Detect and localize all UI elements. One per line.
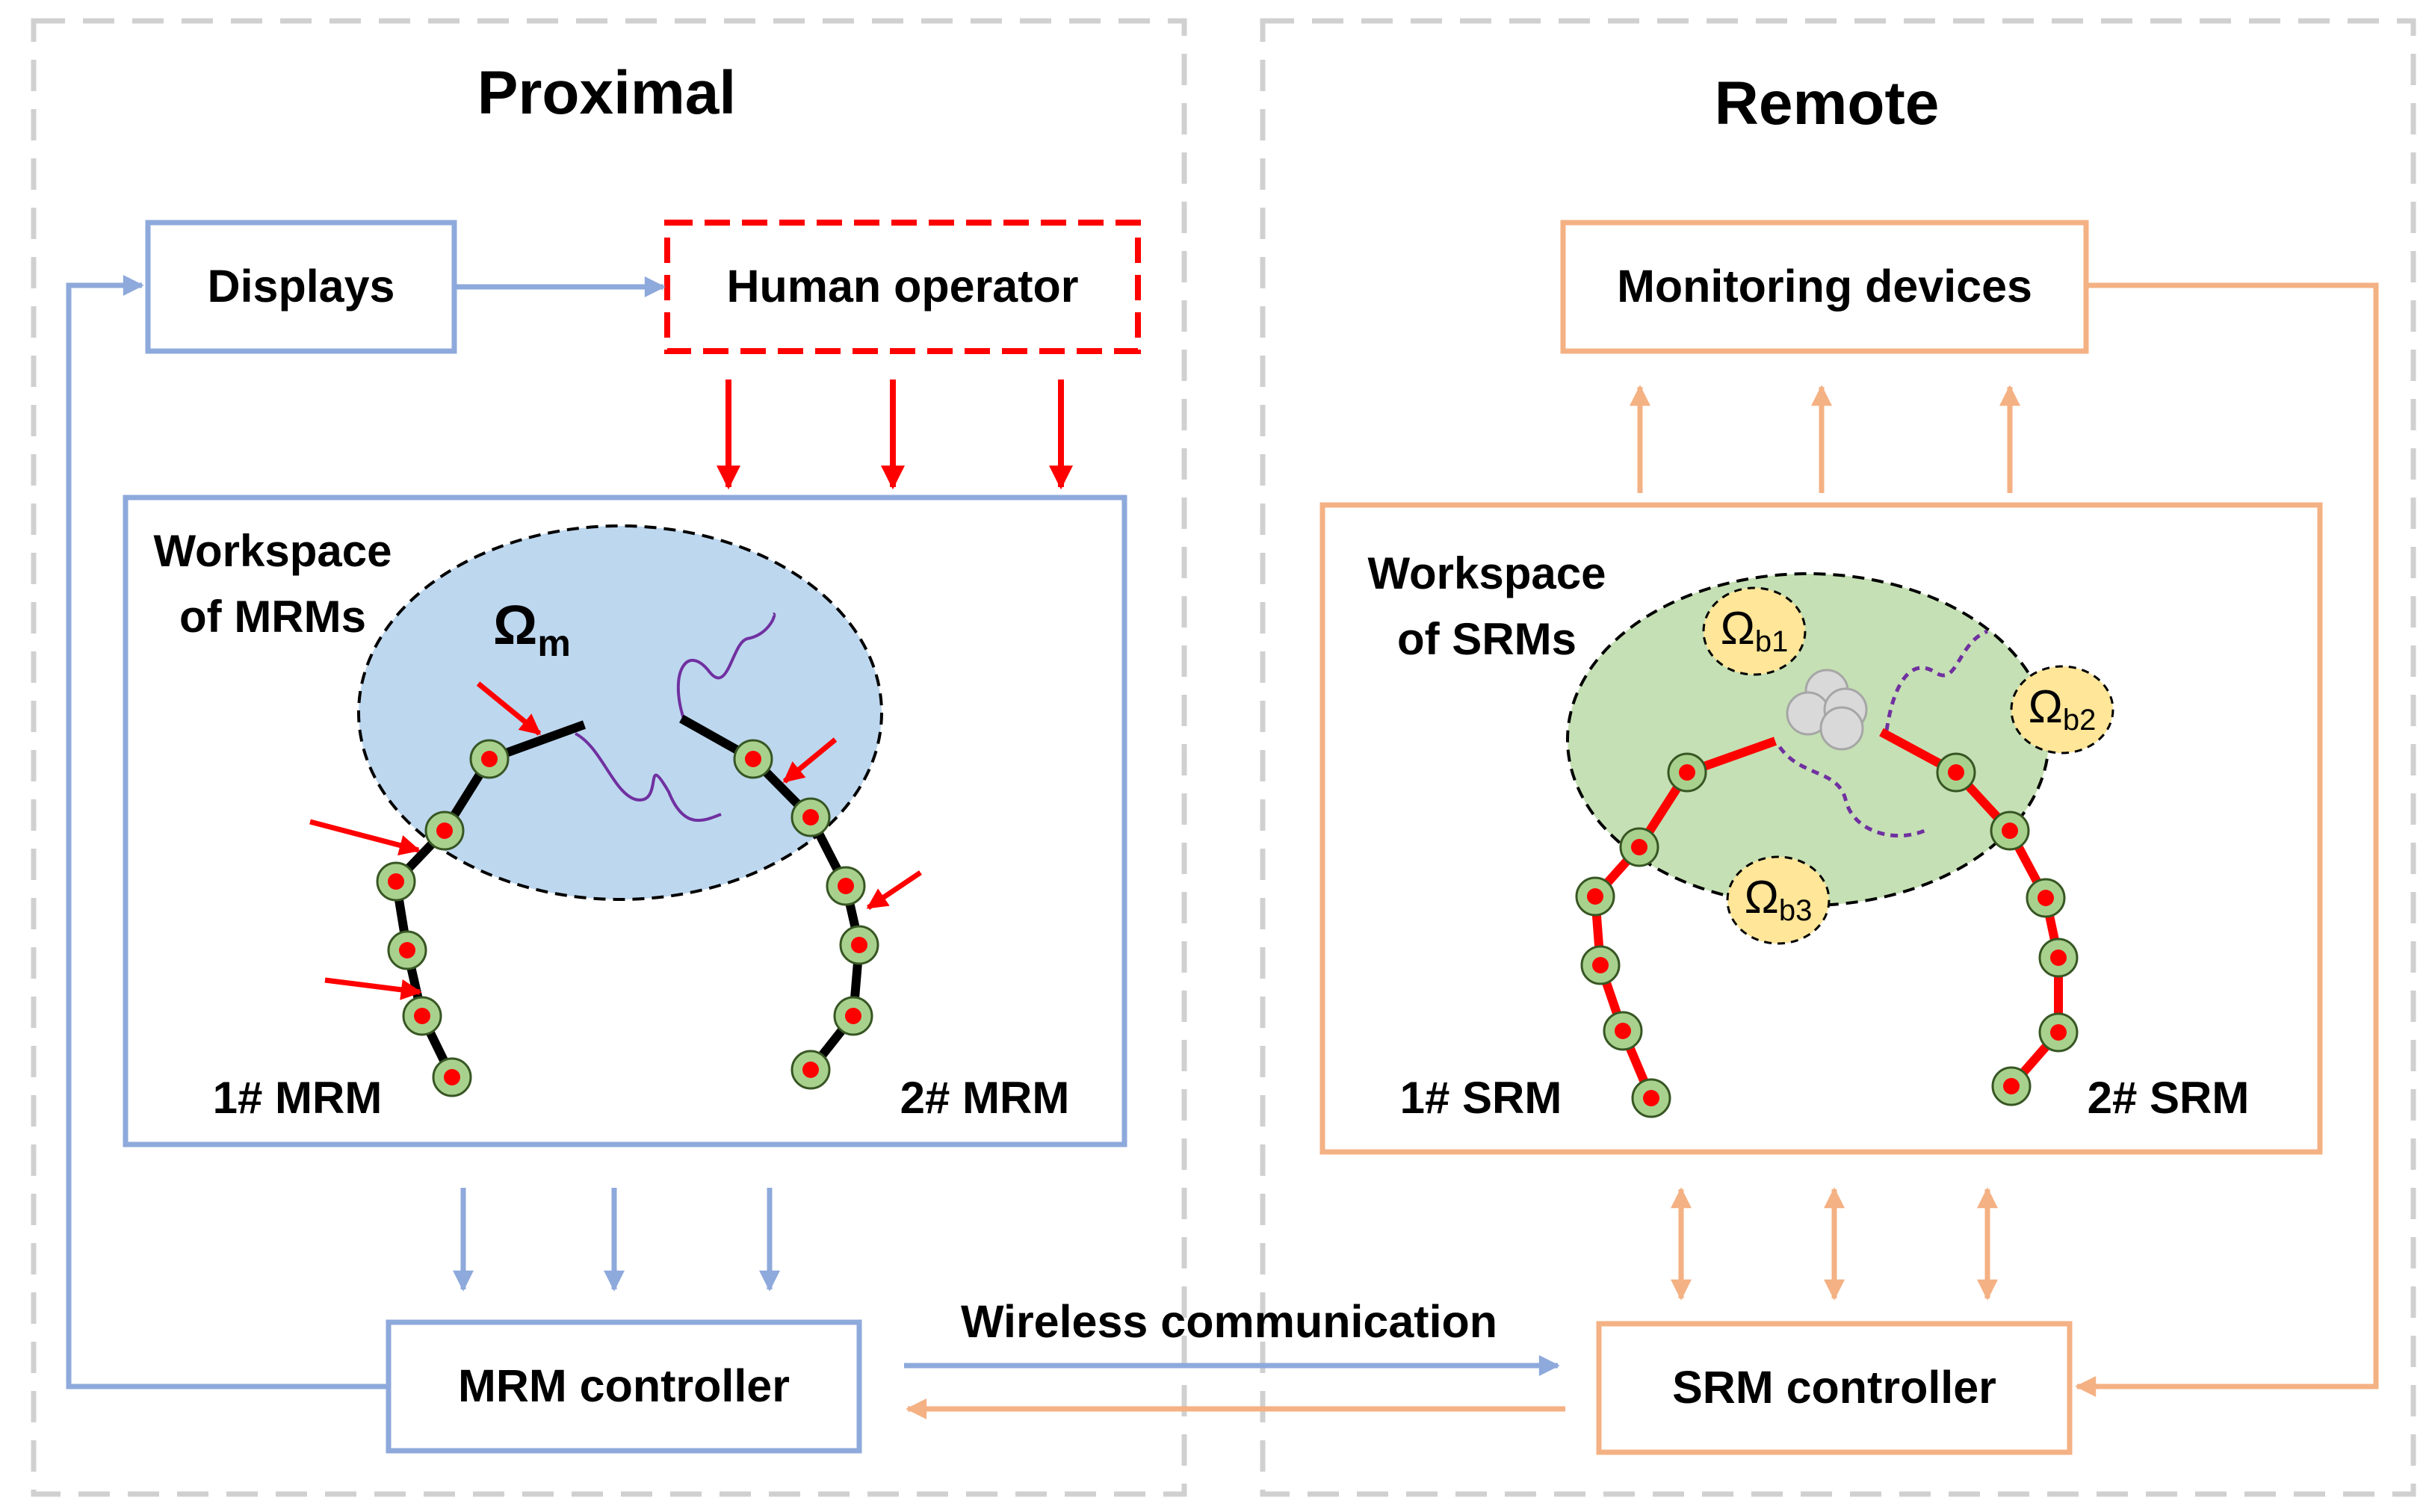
mrm1-label: 1# MRM [213, 1073, 383, 1123]
mrm1-force-arrow-2 [309, 819, 421, 856]
obstacle-b2 [2010, 665, 2114, 755]
obstacle-b1 [1702, 586, 1807, 676]
omega-m-symbol: Ωm [493, 594, 571, 664]
srm1-label: 1# SRM [1400, 1073, 1562, 1123]
displays-label: Displays [208, 261, 395, 312]
srm-feedback-loop [2075, 282, 2379, 1397]
mrm2-joints [733, 739, 879, 1090]
obstacle-b3-label: Ωb3 [1745, 872, 1813, 927]
mrm-trajectory-1 [575, 732, 722, 822]
proximal-panel [31, 18, 1187, 1497]
human-operator-label: Human operator [726, 261, 1078, 312]
mrm-trajectory-2 [676, 612, 776, 719]
mrm-controller-label: MRM controller [458, 1360, 790, 1411]
mrm2-force-arrow-2 [866, 870, 922, 910]
mrm2-force-arrow-1 [782, 737, 838, 784]
monitoring-devices-box [1560, 220, 2089, 354]
mrm-workspace-label-line1: Workspace [153, 526, 392, 576]
srm-controller-box [1596, 1321, 2073, 1455]
srm-workspace-label-line2: of SRMs [1397, 614, 1577, 664]
monitoring-devices-label: Monitoring devices [1617, 261, 2032, 312]
srm-workspace-label-line1: Workspace [1367, 548, 1606, 598]
mrm-workspace-label-line2: of MRMs [179, 592, 366, 642]
obstacle-b2-label: Ωb2 [2029, 681, 2097, 737]
grasped-object-cluster [1786, 669, 1868, 751]
remote-panel [1260, 18, 2416, 1497]
srm2-joints [1936, 752, 2079, 1106]
obstacle-b1-label: Ωb1 [1721, 603, 1789, 658]
srm2-label: 2# SRM [2088, 1073, 2250, 1123]
srm-trajectory-1 [1777, 746, 1929, 838]
remote-title: Remote [1715, 69, 1940, 137]
mrm-feedback-loop [66, 275, 389, 1389]
proximal-title: Proximal [477, 59, 736, 127]
obstacle-b3 [1726, 855, 1831, 945]
mrm1-force-arrow-3 [324, 977, 422, 1000]
wireless-communication-label: Wireless communication [961, 1296, 1497, 1347]
displays-box [145, 220, 457, 354]
mrm2-label: 2# MRM [900, 1073, 1070, 1123]
mrm-workspace-region [357, 524, 883, 901]
mrm1-force-arrow-1 [476, 681, 542, 736]
srm1-joints [1575, 752, 1707, 1118]
human-operator-box [664, 220, 1141, 354]
srm-controller-label: SRM controller [1672, 1362, 1996, 1413]
mrm1-joints [376, 739, 510, 1097]
srm-trajectory-2 [1884, 629, 1989, 731]
